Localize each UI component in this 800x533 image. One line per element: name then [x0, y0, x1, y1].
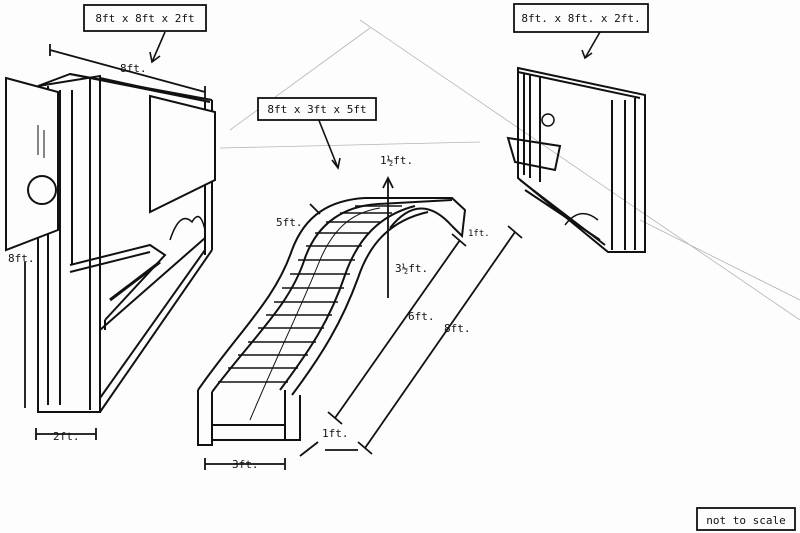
scale-note-box: not to scale	[696, 507, 796, 531]
label-box-right-unit: 8ft. x 8ft. x 2ft.	[513, 3, 649, 33]
dim-stair-long: 8ft.	[444, 322, 471, 335]
dim-left-height: 8ft.	[8, 252, 35, 265]
dim-left-depth: 2ft.	[53, 430, 80, 443]
dim-stair-top: 1½ft.	[380, 154, 413, 167]
dim-stair-arch: 3½ft.	[395, 262, 428, 275]
perspective-guides	[219, 19, 800, 321]
left-unit-sketch	[5, 72, 216, 413]
label-box-stair: 8ft x 3ft x 5ft	[257, 97, 377, 121]
label-left-unit: 8ft x 8ft x 2ft	[95, 12, 194, 25]
label-right-unit: 8ft. x 8ft. x 2ft.	[521, 12, 640, 25]
label-box-left-unit: 8ft x 8ft x 2ft	[83, 4, 207, 32]
staircase-dimension-lines	[204, 175, 523, 470]
dim-stair-end: 1ft.	[468, 229, 490, 239]
dim-stair-mid: 6ft.	[408, 310, 435, 323]
staircase-sketch	[197, 197, 467, 446]
dimension-texts: 8ft. 8ft. 2ft. 5ft. 1½ft. 3½ft. 1ft. 6ft…	[8, 62, 490, 471]
dim-stair-height: 5ft.	[276, 216, 303, 229]
left-unit-dimension-lines	[24, 44, 206, 440]
dim-left-top-width: 8ft.	[120, 62, 147, 75]
leader-lines	[149, 31, 601, 170]
dim-stair-base-depth: 1ft.	[322, 427, 349, 440]
dim-stair-base-width: 3ft.	[232, 458, 259, 471]
right-unit-sketch	[506, 66, 646, 253]
label-stair: 8ft x 3ft x 5ft	[267, 103, 366, 116]
scale-note: not to scale	[706, 514, 785, 527]
